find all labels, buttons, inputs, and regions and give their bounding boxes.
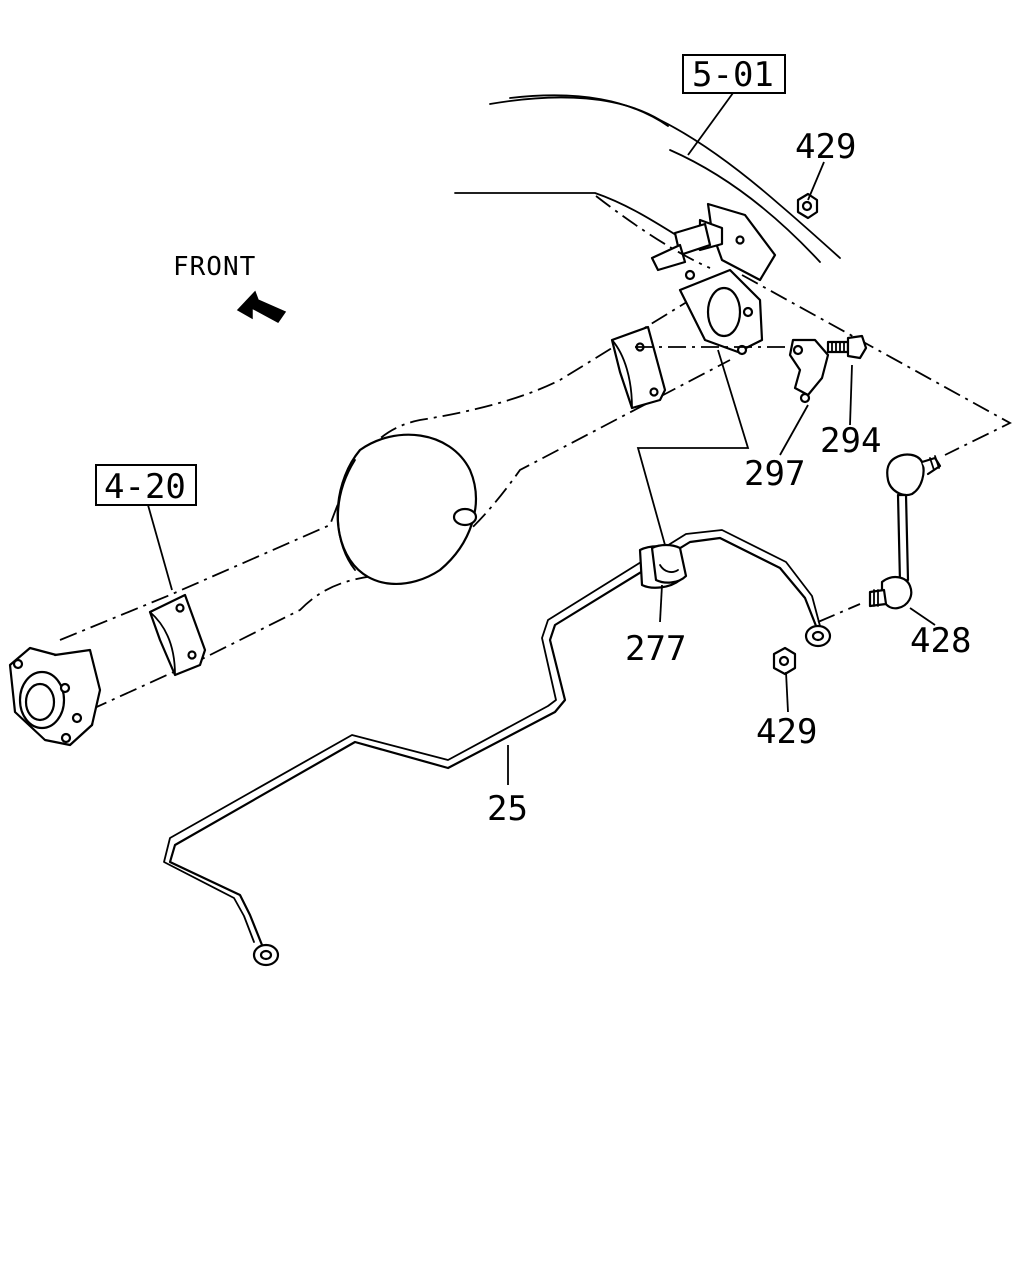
callout-25: 25 [487,789,528,829]
nut-429-lower [772,646,797,676]
stabilizer-link [868,453,942,610]
bolt-294 [826,334,868,360]
callout-297: 297 [744,454,805,494]
stabilizer-bar [163,529,832,967]
bushing-277 [638,543,688,589]
ref-box-4-20 [95,464,197,506]
ref-label-4-20: 4-20 [104,467,186,507]
callout-428: 428 [910,621,971,661]
nut-429-upper [796,192,819,220]
frame-bracket [650,202,777,282]
callout-429-upper: 429 [795,127,856,167]
ref-box-5-01 [682,54,786,94]
assembly-lines [595,195,1012,623]
callout-277: 277 [625,629,686,669]
ref-label-5-01: 5-01 [692,55,774,95]
axle-housing [8,268,764,747]
arrow-front-icon [236,290,287,323]
front-label: FRONT [173,252,256,282]
frame-outline [454,94,841,263]
callout-429-lower: 429 [756,712,817,752]
stabilizer-bracket [788,338,830,404]
leader-lines [147,92,936,785]
callout-294: 294 [820,421,881,461]
